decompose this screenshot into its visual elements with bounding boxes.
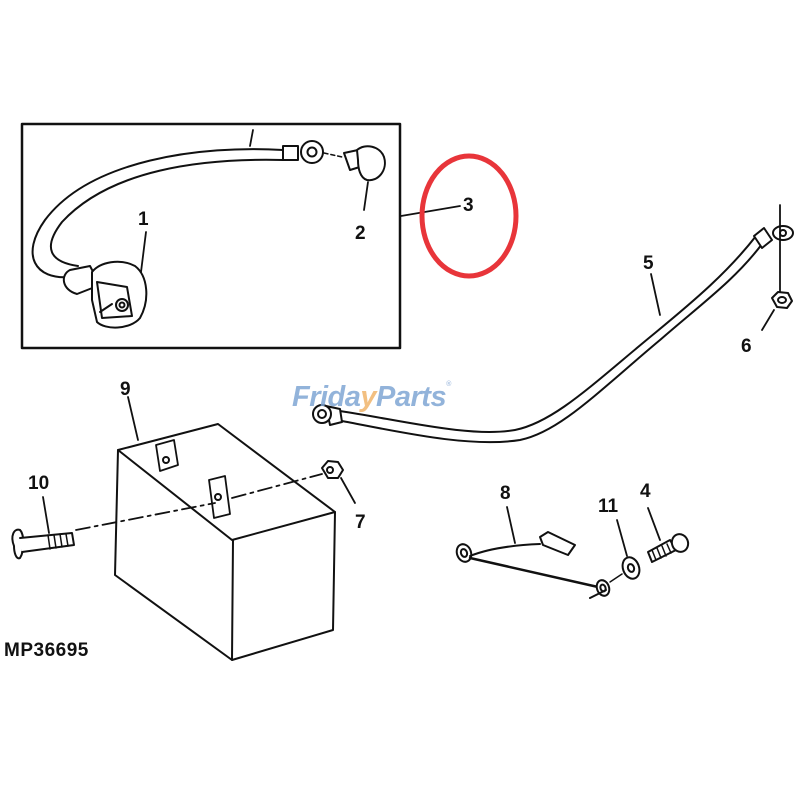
screw-4: [647, 533, 690, 563]
ground-cable: [312, 225, 794, 444]
callout-4: 4: [640, 481, 651, 502]
friday-parts-watermark: FridayParts®: [292, 381, 451, 414]
washer-11: [609, 556, 641, 583]
watermark-accent: y: [360, 381, 377, 413]
nut-7: [321, 460, 344, 479]
highlight-circle: [419, 153, 519, 279]
callout-1: 1: [138, 209, 149, 230]
callout-9: 9: [120, 379, 131, 400]
callout-3: 3: [463, 195, 474, 216]
bolt-axis-line: [75, 502, 216, 531]
callout-8: 8: [500, 483, 511, 504]
drawing-id: MP36695: [4, 640, 89, 661]
carriage-bolt: [11, 528, 75, 560]
callout-5: 5: [643, 253, 654, 274]
watermark-text-2: Parts: [376, 381, 447, 413]
callout-10: 10: [28, 473, 50, 494]
cable-assembly-inset: [20, 122, 402, 350]
nut-6: [771, 291, 793, 309]
callout-6: 6: [741, 336, 752, 357]
watermark-text-1: Frida: [292, 381, 361, 413]
callout-7: 7: [355, 512, 366, 533]
battery-terminal-boot: [62, 260, 148, 329]
terminal-boot: [343, 145, 386, 182]
ring-terminal: [282, 140, 324, 164]
callout-11: 11: [598, 496, 619, 517]
callout-2: 2: [355, 223, 366, 244]
callout-3-leader: [400, 205, 461, 217]
battery: [114, 423, 336, 661]
registered-mark: ®: [446, 381, 451, 388]
wiring-lead: [455, 531, 611, 599]
